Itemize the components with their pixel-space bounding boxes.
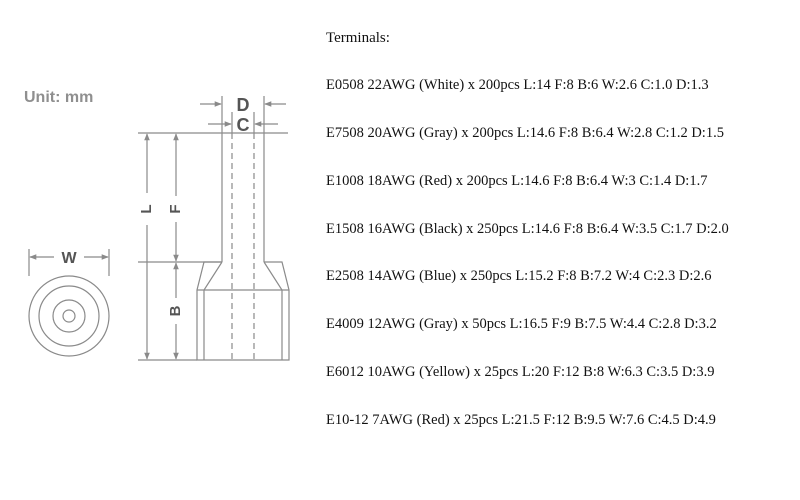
end-view-tube-ring — [52, 299, 86, 333]
l-dimension-label: L — [138, 204, 155, 213]
f-dimension-label: F — [167, 204, 184, 213]
spec-line-e0508: E0508 22AWG (White) x 200pcs L:14 F:8 B:… — [326, 77, 709, 93]
terminals-heading: Terminals: — [326, 30, 390, 46]
end-view-outer-ring — [28, 275, 110, 357]
end-view-collar-ring — [38, 285, 100, 347]
spec-line-e6012: E6012 10AWG (Yellow) x 25pcs L:20 F:12 B… — [326, 364, 715, 380]
c-dimension-label: C — [237, 115, 250, 135]
spec-line-e2508: E2508 14AWG (Blue) x 250pcs L:15.2 F:8 B… — [326, 268, 712, 284]
spec-line-e10-12: E10-12 7AWG (Red) x 25pcs L:21.5 F:12 B:… — [326, 412, 716, 428]
w-dimension-label: W — [61, 250, 77, 267]
d-dimension-label: D — [237, 95, 250, 115]
spec-line-e7508: E7508 20AWG (Gray) x 200pcs L:14.6 F:8 B… — [326, 125, 724, 141]
spec-line-e4009: E4009 12AWG (Gray) x 50pcs L:16.5 F:9 B:… — [326, 316, 717, 332]
spec-line-e1008: E1008 18AWG (Red) x 200pcs L:14.6 F:8 B:… — [326, 173, 708, 189]
spec-line-e1508: E1508 16AWG (Black) x 250pcs L:14.6 F:8 … — [326, 221, 729, 237]
end-view-bore — [62, 309, 76, 323]
collar-inner-right — [263, 261, 283, 360]
terminal-side-view — [138, 96, 290, 361]
terminal-end-view — [28, 249, 110, 357]
b-dimension-label: B — [167, 305, 184, 316]
unit-label: Unit: mm — [24, 89, 94, 106]
insulation-collar — [196, 261, 290, 361]
collar-inner-left — [203, 261, 223, 360]
